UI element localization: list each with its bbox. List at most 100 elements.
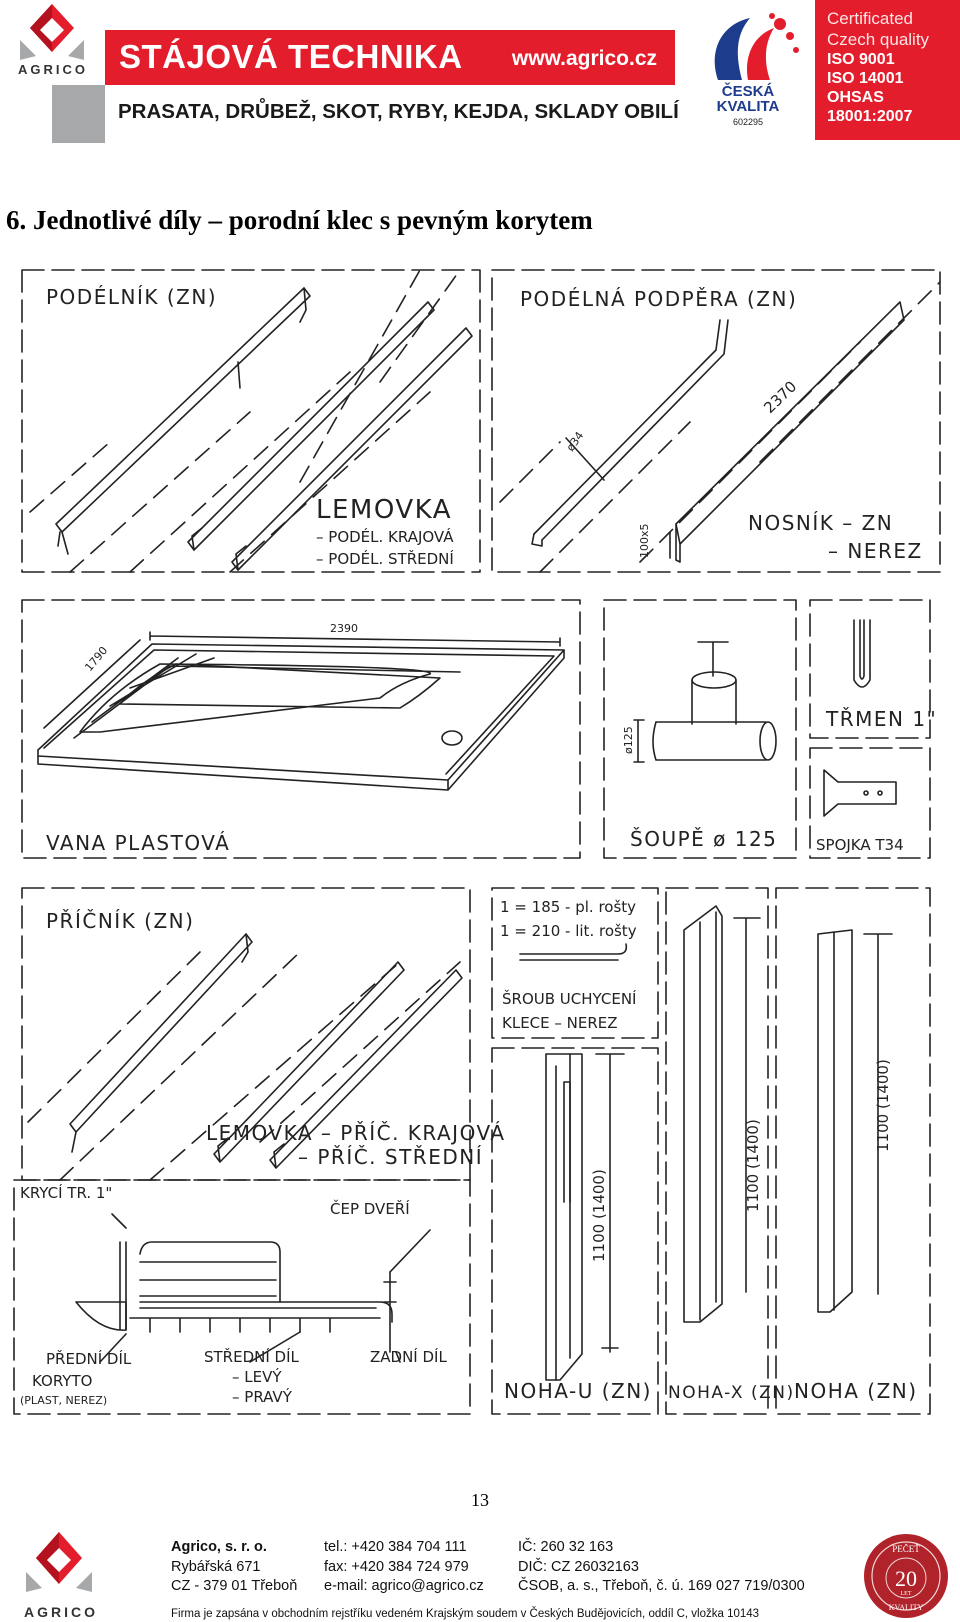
footer-registration: Firma je zapsána v obchodním rejstříku v… <box>171 1608 760 1620</box>
sroub-drawing <box>519 943 628 961</box>
certificate-box: Certificated Czech quality ISO 9001 ISO … <box>815 0 960 140</box>
panel-podelna-podpera: ø34 2370 100x5 PODÉLNÁ PODPĚRA (ZN) NOSN… <box>491 269 941 573</box>
label-srouby-line2: 1 = 210 - lit. rošty <box>500 922 637 940</box>
label-soupe: ŠOUPĚ ø 125 <box>630 827 777 851</box>
label-nosnik: NOSNÍK – ZN <box>748 511 893 535</box>
badge-number: 602295 <box>732 117 764 127</box>
label-nosnik-nerez: – NEREZ <box>828 539 923 563</box>
ceska-kvalita-badge: ČESKÁ KVALITA 602295 <box>690 10 806 130</box>
technical-drawing: PODÉLNÍK (ZN) LEMOVKA – PODÉL. KRAJOVÁ –… <box>13 269 941 1415</box>
grey-block <box>52 85 105 143</box>
dim-phi34: ø34 <box>564 429 587 453</box>
noha-x-dim: 1100 (1400) <box>744 1119 762 1212</box>
cert-line: OHSAS <box>827 89 884 106</box>
podelnik-rail-drawing <box>55 287 311 555</box>
panel-trmen: TŘMEN 1" SPOJKA T34 <box>809 599 937 859</box>
label-lemovka-pric-stredni: – PŘÍČ. STŘEDNÍ <box>298 1145 483 1169</box>
footer-ic: IČ: 260 32 163 <box>518 1539 614 1555</box>
vana-drawing <box>37 631 565 791</box>
noha-u-drawing <box>545 1053 625 1381</box>
title-banner: STÁJOVÁ TECHNIKA www.agrico.cz <box>105 30 675 85</box>
nosnik-drawing <box>669 301 905 563</box>
label-zadni-dil: ZADNÍ DÍL <box>370 1347 447 1366</box>
footer-company: Agrico, s. r. o. <box>171 1539 267 1555</box>
pricnik-drawing <box>69 933 253 1153</box>
label-koryto-sub: (PLAST, NEREZ) <box>20 1394 107 1407</box>
podpera-tube-drawing <box>531 319 729 547</box>
panel-soupe: ø125 ŠOUPĚ ø 125 <box>603 599 797 859</box>
lemovka-pric-drawing <box>213 961 463 1169</box>
footer-dic: DIČ: CZ 26032163 <box>518 1558 639 1575</box>
label-podelnik: PODÉLNÍK (ZN) <box>46 285 217 309</box>
quality-seal-icon: PEČEŤ 20 LET KVALITY <box>864 1534 948 1618</box>
website-link[interactable]: www.agrico.cz <box>511 47 657 70</box>
panel-noha: 1100 (1400) NOHA (ZN) <box>775 887 931 1415</box>
badge-line1: ČESKÁ <box>721 83 775 100</box>
dim-2370: 2370 <box>760 377 800 416</box>
footer-address: Agrico, s. r. o. Rybářská 671 CZ - 379 0… <box>171 1538 297 1597</box>
label-lemovka-krajova: – PODÉL. KRAJOVÁ <box>316 527 454 546</box>
footer-email[interactable]: e-mail: agrico@agrico.cz <box>324 1578 484 1594</box>
footer-logo-text: AGRICO <box>24 1604 98 1620</box>
label-trmen: TŘMEN 1" <box>825 707 937 731</box>
label-stredni-dil: STŘEDNÍ DÍL <box>204 1347 300 1366</box>
panel-srouby: 1 = 185 - pl. rošty 1 = 210 - lit. rošty… <box>491 887 659 1039</box>
panel-pricnik: PŘÍČNÍK (ZN) LEMOVKA – PŘÍČ. KRAJOVÁ – P… <box>21 887 504 1181</box>
cert-line: 18001:2007 <box>827 108 913 125</box>
label-pricnik: PŘÍČNÍK (ZN) <box>46 909 194 933</box>
label-srouby-line1: 1 = 185 - pl. rošty <box>500 898 636 916</box>
dim-100x5: 100x5 <box>638 523 651 558</box>
spojka-drawing <box>823 769 897 817</box>
ceska-kvalita-text: ČESKÁ KVALITA <box>690 84 806 114</box>
label-predni-dil: PŘEDNÍ DÍL <box>46 1349 132 1368</box>
footer-city: CZ - 379 01 Třeboň <box>171 1578 298 1594</box>
page-number: 13 <box>471 1490 489 1510</box>
noha-dim: 1100 (1400) <box>874 1059 892 1152</box>
banner-title: STÁJOVÁ TECHNIKA <box>119 38 463 75</box>
trmen-drawing <box>853 619 871 688</box>
label-lemovka: LEMOVKA <box>316 495 452 525</box>
footer-diamond-icon <box>26 1532 92 1592</box>
label-noha-x: NOHA-X (ZN) <box>668 1383 795 1403</box>
logo-text: AGRICO <box>18 62 88 77</box>
label-stredni-pravy: – PRAVÝ <box>232 1387 293 1406</box>
footer-bank: ČSOB, a. s., Třeboň, č. ú. 169 027 719/0… <box>518 1578 805 1594</box>
label-noha-u: NOHA-U (ZN) <box>504 1379 652 1403</box>
footer-fax: fax: +420 384 724 979 <box>324 1558 469 1575</box>
agrico-logo: AGRICO <box>0 0 105 85</box>
label-vana: VANA PLASTOVÁ <box>46 831 230 855</box>
footer-street: Rybářská 671 <box>171 1558 261 1575</box>
cert-heading2: Czech quality <box>827 30 930 49</box>
seal-let: LET <box>901 1591 912 1597</box>
cert-heading1: Certificated <box>827 9 913 28</box>
page-header: AGRICO STÁJOVÁ TECHNIKA www.agrico.cz PR… <box>0 0 960 145</box>
footer-tel: tel.: +420 384 704 111 <box>324 1539 467 1555</box>
label-podelna-podpera: PODÉLNÁ PODPĚRA (ZN) <box>520 287 797 311</box>
seal-top-text: PEČEŤ <box>892 1544 920 1554</box>
label-kryci-tr: KRYCÍ TR. 1" <box>20 1183 112 1202</box>
noha-drawing <box>817 929 893 1313</box>
dim-2390: 2390 <box>330 622 358 635</box>
dim-phi125: ø125 <box>622 726 635 754</box>
seal-bottom-text: KVALITY <box>889 1603 924 1612</box>
agrico-diamond-icon <box>20 4 84 60</box>
label-lemovka-stredni: – PODÉL. STŘEDNÍ <box>316 549 454 568</box>
section-heading: 6. Jednotlivé díly – porodní klec s pevn… <box>6 205 593 235</box>
label-noha: NOHA (ZN) <box>794 1379 918 1403</box>
lemovka-stredni-drawing <box>231 327 473 571</box>
footer-contact: tel.: +420 384 704 111 fax: +420 384 724… <box>324 1538 484 1597</box>
page-footer: AGRICO Agrico, s. r. o. Rybářská 671 CZ … <box>0 1528 960 1622</box>
label-spojka: SPOJKA T34 <box>816 836 904 854</box>
dim-1790: 1790 <box>82 644 110 674</box>
label-stredni-levy: – LEVÝ <box>232 1367 282 1386</box>
noha-x-drawing <box>683 905 761 1323</box>
cage-assembly-drawing <box>75 1213 431 1363</box>
panel-sestava: KRYCÍ TR. 1" ČEP DVEŘÍ PŘEDNÍ DÍL KORYTO… <box>13 1179 471 1415</box>
label-srouby-1: ŠROUB UCHYCENÍ <box>502 989 636 1008</box>
panel-noha-x: 1100 (1400) NOHA-X (ZN) <box>665 887 795 1415</box>
lemovka-krajova-drawing <box>187 301 435 551</box>
seal-number: 20 <box>895 1566 917 1591</box>
noha-u-dim: 1100 (1400) <box>590 1169 608 1262</box>
panel-noha-u: 1100 (1400) NOHA-U (ZN) <box>491 1047 659 1415</box>
footer-agrico-logo: AGRICO <box>4 1528 114 1622</box>
